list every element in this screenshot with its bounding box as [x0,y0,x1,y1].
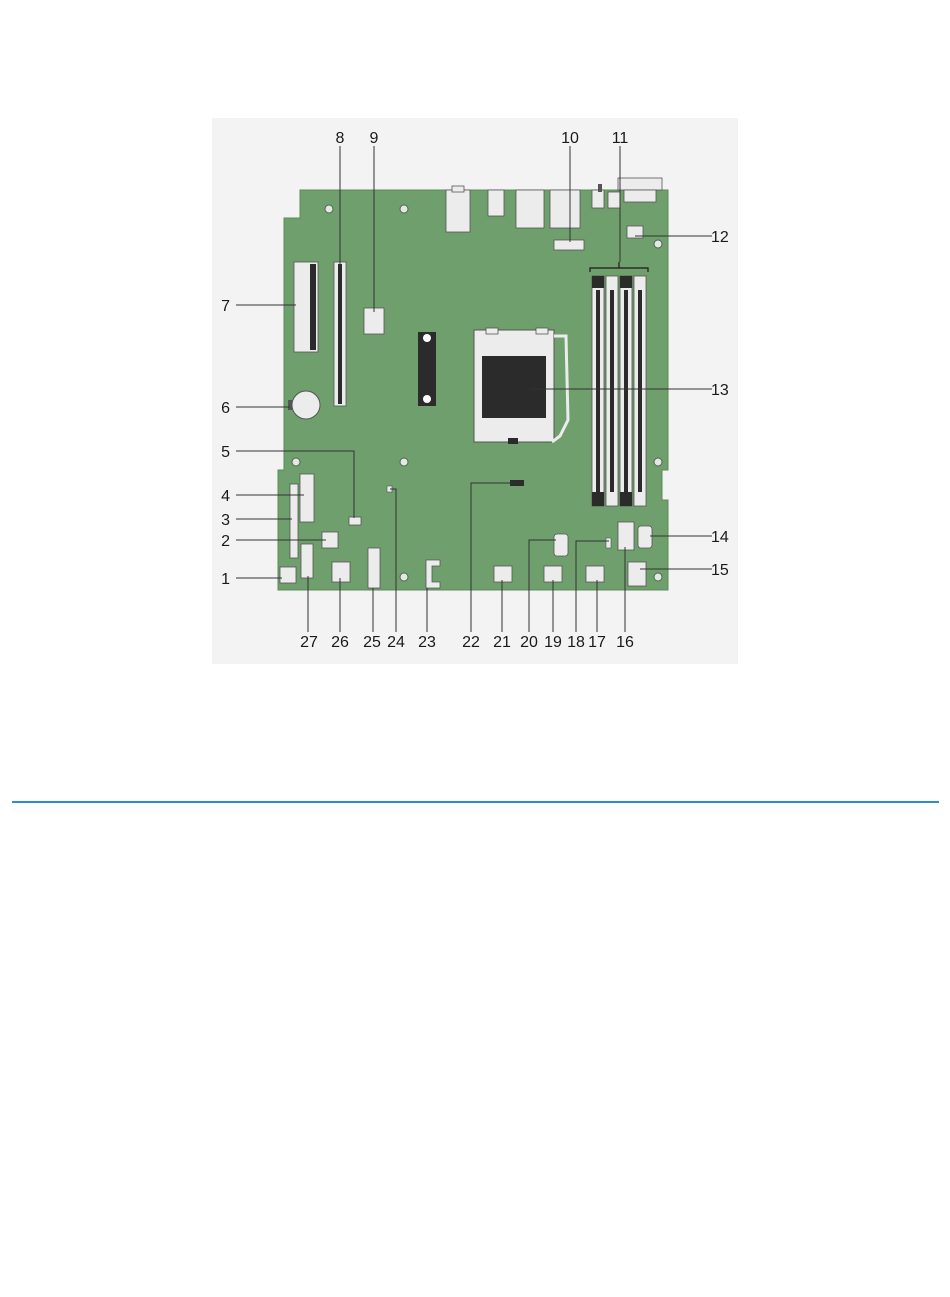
motherboard-diagram: 1 2 3 4 5 6 7 8 9 10 11 12 13 14 15 16 1… [212,118,738,664]
callout-7: 7 [221,298,230,315]
coin-battery [292,391,320,419]
callout-18: 18 [567,634,585,651]
callout-21: 21 [493,634,511,651]
callout-3: 3 [221,512,230,529]
callout-19: 19 [544,634,562,651]
callout-13: 13 [711,382,729,399]
callout-10: 10 [561,130,579,147]
callout-17: 17 [588,634,606,651]
callout-4: 4 [221,488,230,505]
callout-9: 9 [370,130,379,147]
callout-25: 25 [363,634,381,651]
heatsink-bracket [418,332,436,406]
callout-20: 20 [520,634,538,651]
callout-22: 22 [462,634,480,651]
callout-26: 26 [331,634,349,651]
callout-1: 1 [221,571,230,588]
callout-14: 14 [711,529,729,546]
callout-15: 15 [711,562,729,579]
callout-5: 5 [221,444,230,461]
cpu-socket [474,328,568,444]
callout-24: 24 [387,634,405,651]
callout-8: 8 [336,130,345,147]
callout-16: 16 [616,634,634,651]
callout-27: 27 [300,634,318,651]
callout-23: 23 [418,634,436,651]
callout-6: 6 [221,400,230,417]
callout-11: 11 [612,130,629,147]
callout-2: 2 [221,533,230,550]
callout-12: 12 [711,229,729,246]
diagram-frame: 1 2 3 4 5 6 7 8 9 10 11 12 13 14 15 16 1… [212,118,738,664]
section-divider [12,801,939,803]
